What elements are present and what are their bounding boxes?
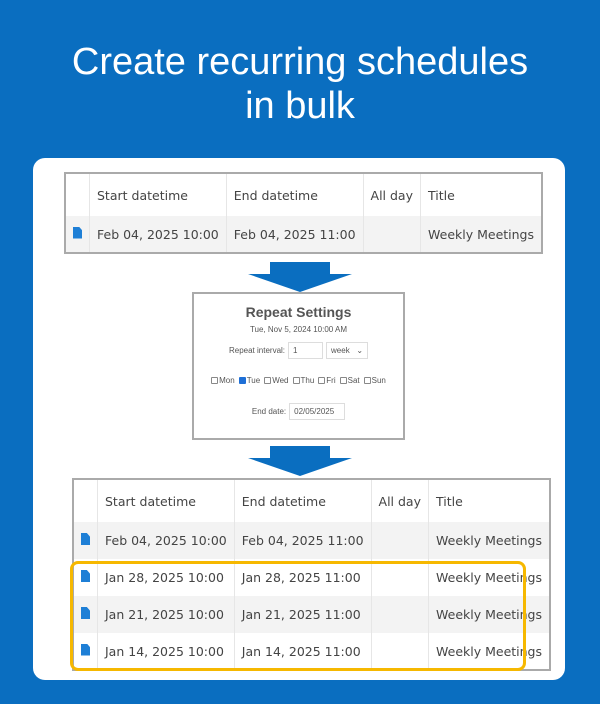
weekday-checkbox-fri[interactable]: Fri bbox=[318, 376, 336, 385]
generated-rows-highlight bbox=[70, 561, 526, 671]
weekday-label: Sun bbox=[371, 376, 386, 385]
column-header[interactable]: All day bbox=[363, 173, 422, 216]
repeat-unit-select[interactable]: week ⌄ bbox=[326, 342, 369, 359]
table-row[interactable]: Jan 28, 2025 10:00 Jan 28, 2025 11:00 We… bbox=[73, 559, 551, 596]
title: Weekly Meetings bbox=[420, 216, 543, 253]
all-day bbox=[371, 633, 430, 670]
end-datetime: Jan 14, 2025 11:00 bbox=[234, 633, 372, 670]
document-icon[interactable] bbox=[81, 533, 90, 545]
weekday-label: Thu bbox=[300, 376, 315, 385]
all-day bbox=[371, 596, 430, 633]
end-date-label: End date: bbox=[251, 407, 287, 416]
all-day bbox=[363, 216, 422, 253]
end-datetime: Feb 04, 2025 11:00 bbox=[226, 216, 364, 253]
weekday-checkboxes: Mon Tue Wed Thu Fri Sat Sun bbox=[194, 376, 403, 385]
title: Weekly Meetings bbox=[428, 522, 551, 559]
column-header[interactable]: End datetime bbox=[226, 173, 364, 216]
all-day bbox=[371, 559, 430, 596]
title: Weekly Meetings bbox=[428, 596, 551, 633]
column-header[interactable]: End datetime bbox=[234, 479, 372, 522]
weekday-checkbox-mon[interactable]: Mon bbox=[211, 376, 235, 385]
end-datetime: Feb 04, 2025 11:00 bbox=[234, 522, 372, 559]
table-row[interactable]: Feb 04, 2025 10:00 Feb 04, 2025 11:00 We… bbox=[65, 216, 543, 253]
weekday-label: Mon bbox=[219, 376, 235, 385]
weekday-checkbox-sat[interactable]: Sat bbox=[339, 376, 360, 385]
title: Weekly Meetings bbox=[428, 559, 551, 596]
headline: Create recurring schedules in bulk bbox=[0, 40, 600, 128]
all-day bbox=[371, 522, 430, 559]
weekday-checkbox-wed[interactable]: Wed bbox=[264, 376, 289, 385]
column-header[interactable]: Start datetime bbox=[89, 173, 227, 216]
start-datetime: Jan 28, 2025 10:00 bbox=[97, 559, 235, 596]
document-icon-cell[interactable] bbox=[65, 216, 90, 253]
end-datetime: Jan 21, 2025 11:00 bbox=[234, 596, 372, 633]
weekday-checkbox-tue[interactable]: Tue bbox=[238, 376, 261, 385]
repeat-interval-label: Repeat interval: bbox=[228, 346, 286, 355]
repeat-settings-dialog: Repeat Settings Tue, Nov 5, 2024 10:00 A… bbox=[192, 292, 405, 440]
table-row[interactable]: Jan 14, 2025 10:00 Jan 14, 2025 11:00 We… bbox=[73, 633, 551, 670]
start-datetime: Jan 14, 2025 10:00 bbox=[97, 633, 235, 670]
document-icon[interactable] bbox=[73, 226, 82, 239]
end-datetime: Jan 28, 2025 11:00 bbox=[234, 559, 372, 596]
weekday-label: Wed bbox=[272, 376, 289, 385]
document-icon[interactable] bbox=[81, 570, 90, 582]
arrow-down-icon bbox=[248, 446, 352, 476]
headline-line-1: Create recurring schedules bbox=[71, 41, 529, 83]
repeat-interval-input[interactable]: 1 bbox=[288, 342, 324, 359]
arrow-down-icon bbox=[248, 262, 352, 292]
repeat-unit-value: week bbox=[331, 346, 350, 355]
headline-line-2: in bulk bbox=[245, 85, 355, 127]
checkbox-icon[interactable] bbox=[264, 377, 272, 384]
chevron-down-icon: ⌄ bbox=[356, 346, 364, 355]
start-datetime: Jan 21, 2025 10:00 bbox=[97, 596, 235, 633]
column-header[interactable] bbox=[65, 173, 90, 216]
end-date-input[interactable]: 02/05/2025 bbox=[289, 403, 346, 420]
table-row[interactable]: Jan 21, 2025 10:00 Jan 21, 2025 11:00 We… bbox=[73, 596, 551, 633]
column-header[interactable]: Title bbox=[420, 173, 543, 216]
document-icon[interactable] bbox=[81, 607, 90, 619]
dialog-subtitle: Tue, Nov 5, 2024 10:00 AM bbox=[249, 325, 348, 334]
weekday-label: Sat bbox=[347, 376, 360, 385]
document-icon[interactable] bbox=[81, 643, 90, 656]
checkbox-icon[interactable] bbox=[318, 377, 326, 384]
document-icon-cell[interactable] bbox=[73, 596, 98, 633]
title: Weekly Meetings bbox=[428, 633, 551, 670]
weekday-checkbox-thu[interactable]: Thu bbox=[292, 376, 315, 385]
start-datetime: Feb 04, 2025 10:00 bbox=[89, 216, 227, 253]
document-icon-cell[interactable] bbox=[73, 522, 98, 559]
checkbox-icon[interactable] bbox=[211, 377, 219, 384]
checkbox-icon[interactable] bbox=[238, 377, 246, 384]
start-datetime: Feb 04, 2025 10:00 bbox=[97, 522, 235, 559]
weekday-label: Fri bbox=[326, 376, 336, 385]
weekday-checkbox-sun[interactable]: Sun bbox=[363, 376, 386, 385]
column-header[interactable]: Title bbox=[428, 479, 551, 522]
weekday-label: Tue bbox=[246, 376, 261, 385]
dialog-title: Repeat Settings bbox=[245, 304, 352, 320]
checkbox-icon[interactable] bbox=[339, 377, 347, 384]
table-row[interactable]: Feb 04, 2025 10:00 Feb 04, 2025 11:00 We… bbox=[73, 522, 551, 559]
checkbox-icon[interactable] bbox=[292, 377, 300, 384]
column-header[interactable] bbox=[73, 479, 98, 522]
checkbox-icon[interactable] bbox=[363, 377, 371, 384]
column-header[interactable]: Start datetime bbox=[97, 479, 235, 522]
column-header[interactable]: All day bbox=[371, 479, 430, 522]
